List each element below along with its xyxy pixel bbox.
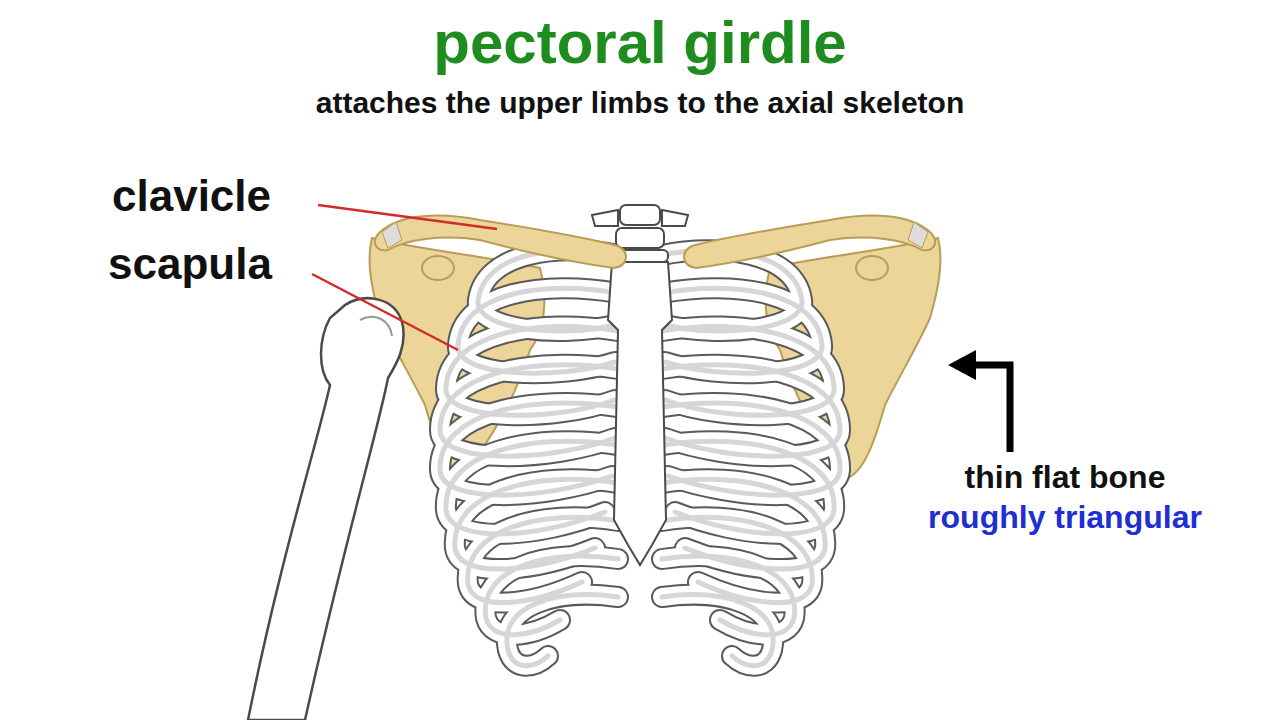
part-name: clavicle	[112, 172, 271, 220]
part-name: scapula	[108, 240, 272, 288]
subtitle: attaches the upper limbs to the axial sk…	[316, 86, 965, 119]
note: thin flat bone	[965, 460, 1166, 495]
note: roughly triangular	[928, 500, 1202, 535]
title: pectoral girdle	[433, 10, 846, 76]
